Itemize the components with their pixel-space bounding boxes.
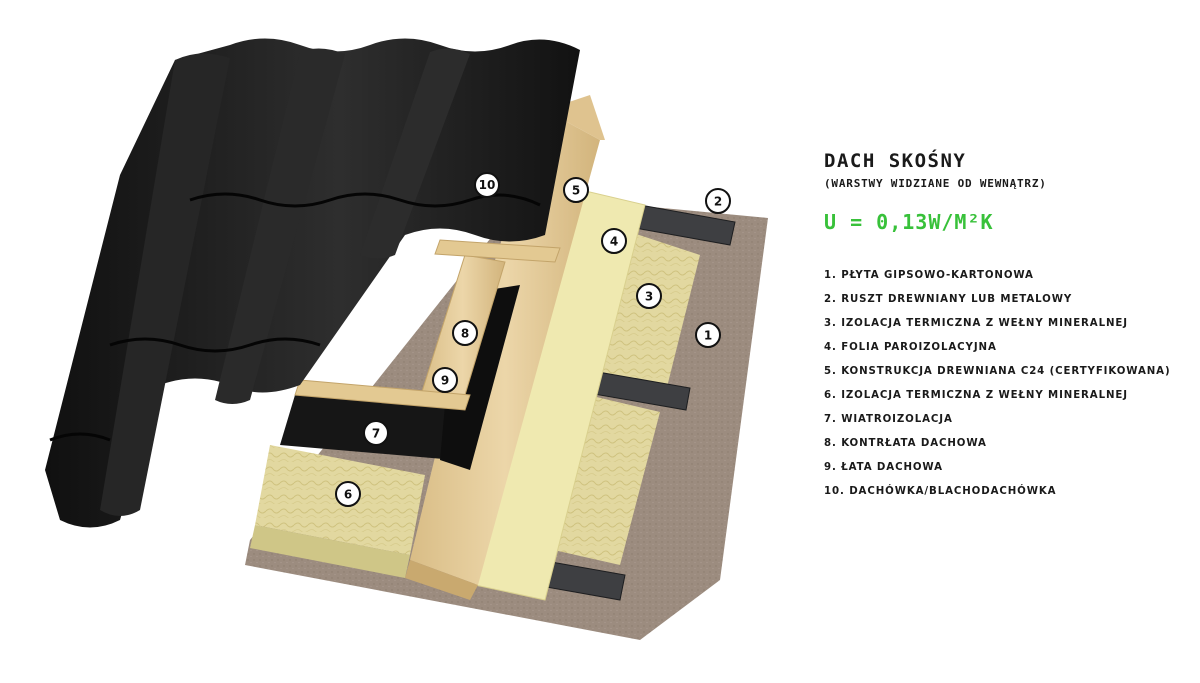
svg-text:4: 4	[610, 235, 618, 249]
diagram-subtitle: (WARSTWY WIDZIANE OD WEWNĄTRZ)	[824, 177, 1047, 190]
legend-item-6: 6. IZOLACJA TERMICZNA Z WEŁNY MINERALNEJ	[824, 390, 1128, 401]
marker-5: 5	[563, 177, 589, 203]
legend-item-1: 1. PŁYTA GIPSOWO-KARTONOWA	[824, 270, 1034, 281]
info-panel: DACH SKOŚNY (WARSTWY WIDZIANE OD WEWNĄTR…	[824, 150, 1184, 510]
marker-9: 9	[432, 367, 458, 393]
legend-item-8: 8. KONTRŁATA DACHOWA	[824, 438, 987, 449]
layer-legend: 1. PŁYTA GIPSOWO-KARTONOWA 2. RUSZT DREW…	[824, 270, 1184, 510]
marker-7: 7	[363, 420, 389, 446]
marker-8: 8	[452, 320, 478, 346]
legend-item-5: 5. KONSTRUKCJA DREWNIANA C24 (CERTYFIKOW…	[824, 366, 1171, 377]
legend-item-10: 10. DACHÓWKA/BLACHODACHÓWKA	[824, 486, 1057, 497]
u-value: U = 0,13W/M²K	[824, 210, 994, 234]
svg-text:2: 2	[714, 195, 722, 209]
svg-text:3: 3	[645, 290, 653, 304]
marker-4: 4	[601, 228, 627, 254]
marker-1: 1	[695, 322, 721, 348]
svg-text:1: 1	[704, 329, 712, 343]
legend-item-9: 9. ŁATA DACHOWA	[824, 462, 943, 473]
rafter-insulation-edge	[250, 525, 410, 578]
svg-text:10: 10	[479, 178, 496, 192]
roof-batten-upper	[434, 239, 561, 263]
svg-text:6: 6	[344, 488, 352, 502]
diagram-title: DACH SKOŚNY	[824, 150, 967, 172]
svg-text:5: 5	[572, 184, 580, 198]
legend-item-3: 3. IZOLACJA TERMICZNA Z WEŁNY MINERALNEJ	[824, 318, 1128, 329]
marker-10: 10	[474, 172, 500, 198]
marker-2: 2	[705, 188, 731, 214]
legend-item-7: 7. WIATROIZOLACJA	[824, 414, 953, 425]
furring-rails	[534, 204, 736, 601]
legend-item-2: 2. RUSZT DREWNIANY LUB METALOWY	[824, 294, 1073, 305]
legend-item-4: 4. FOLIA PAROIZOLACYJNA	[824, 342, 997, 353]
roof-batten	[294, 379, 471, 411]
marker-6: 6	[335, 481, 361, 507]
roof-tiles	[45, 38, 580, 528]
svg-text:9: 9	[441, 374, 449, 388]
roof-layers-illustration: 1 2 3 4 5 6 7 8 9 10	[45, 38, 768, 640]
marker-3: 3	[636, 283, 662, 309]
svg-text:8: 8	[461, 327, 469, 341]
svg-text:7: 7	[372, 427, 380, 441]
